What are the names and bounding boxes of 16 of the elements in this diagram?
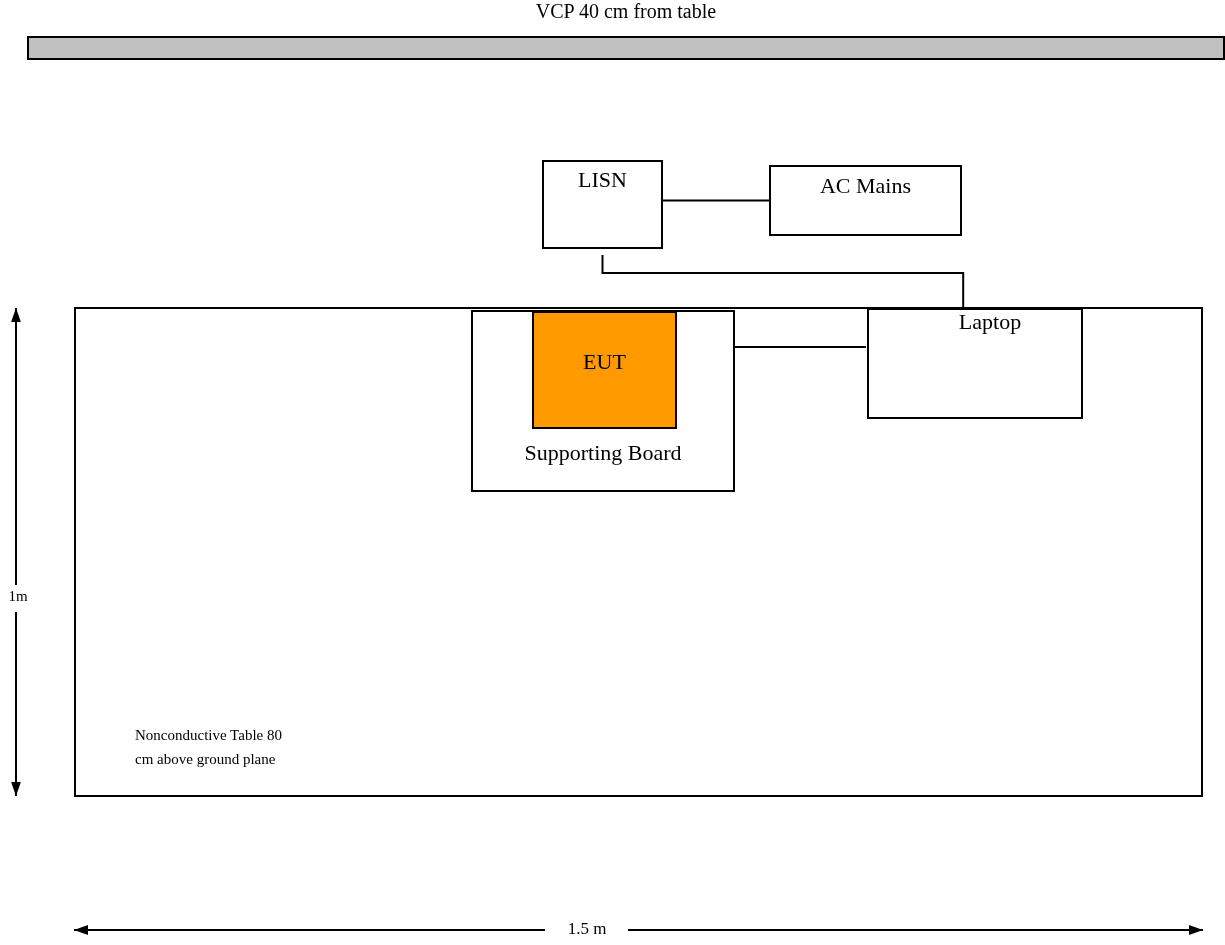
lisn-label: LISN (577, 167, 628, 193)
cable-line (662, 199, 770, 202)
cable-line (601, 254, 965, 308)
lisn-box (542, 160, 663, 249)
eut-label: EUT (582, 349, 627, 375)
supporting-board (471, 310, 735, 492)
eut-box (532, 311, 677, 429)
cable-line (733, 346, 867, 348)
ac-mains-label: AC Mains (818, 173, 913, 199)
ac-mains-box (769, 165, 962, 236)
vcp-label: VCP 40 cm from table (534, 0, 718, 23)
laptop-box (867, 308, 1083, 419)
table-label: Nonconductive Table 80 cm above ground plane (135, 726, 283, 769)
laptop-label: Laptop (957, 309, 1023, 335)
table-outline (74, 307, 1203, 797)
board-label: Supporting Board (523, 440, 683, 466)
